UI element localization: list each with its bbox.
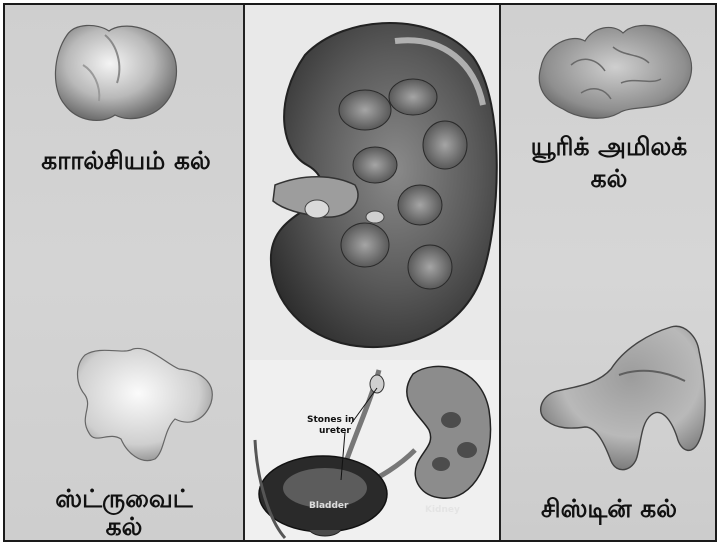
cystine-stone-label: சிஸ்டின் கல் (501, 493, 717, 525)
stones-in-ureter-label-1: Stones in (307, 415, 354, 425)
struvite-stone-label-2: கல் (9, 511, 239, 542)
cystine-stone-image (501, 323, 717, 473)
calcium-stone-label: காால்சியம் கல் (13, 145, 239, 177)
kidney-label: Kidney (425, 505, 460, 515)
left-panel: காால்சியம் கல் ஸ்ட்ருவைட் கல் (5, 5, 245, 540)
stones-in-ureter-label-2: ureter (319, 426, 351, 436)
calcium-stone-image (5, 5, 245, 145)
figure-frame: காால்சியம் கல் ஸ்ட்ருவைட் கல் (3, 3, 717, 542)
bladder-label: Bladder (309, 501, 348, 511)
right-panel: யூரிக் அமிலக் கல் சிஸ்டின் கல் (499, 5, 715, 540)
uric-acid-stone-image (501, 5, 717, 125)
struvite-stone-image (5, 335, 245, 485)
center-panel: Stones in ureter Bladder Kidney (245, 5, 499, 540)
uric-acid-stone-label-1: யூரிக் அமிலக் (501, 131, 717, 163)
kidney-cross-section-image (245, 5, 499, 360)
urinary-tract-diagram (245, 360, 499, 540)
uric-acid-stone-label-2: கல் (501, 163, 717, 195)
